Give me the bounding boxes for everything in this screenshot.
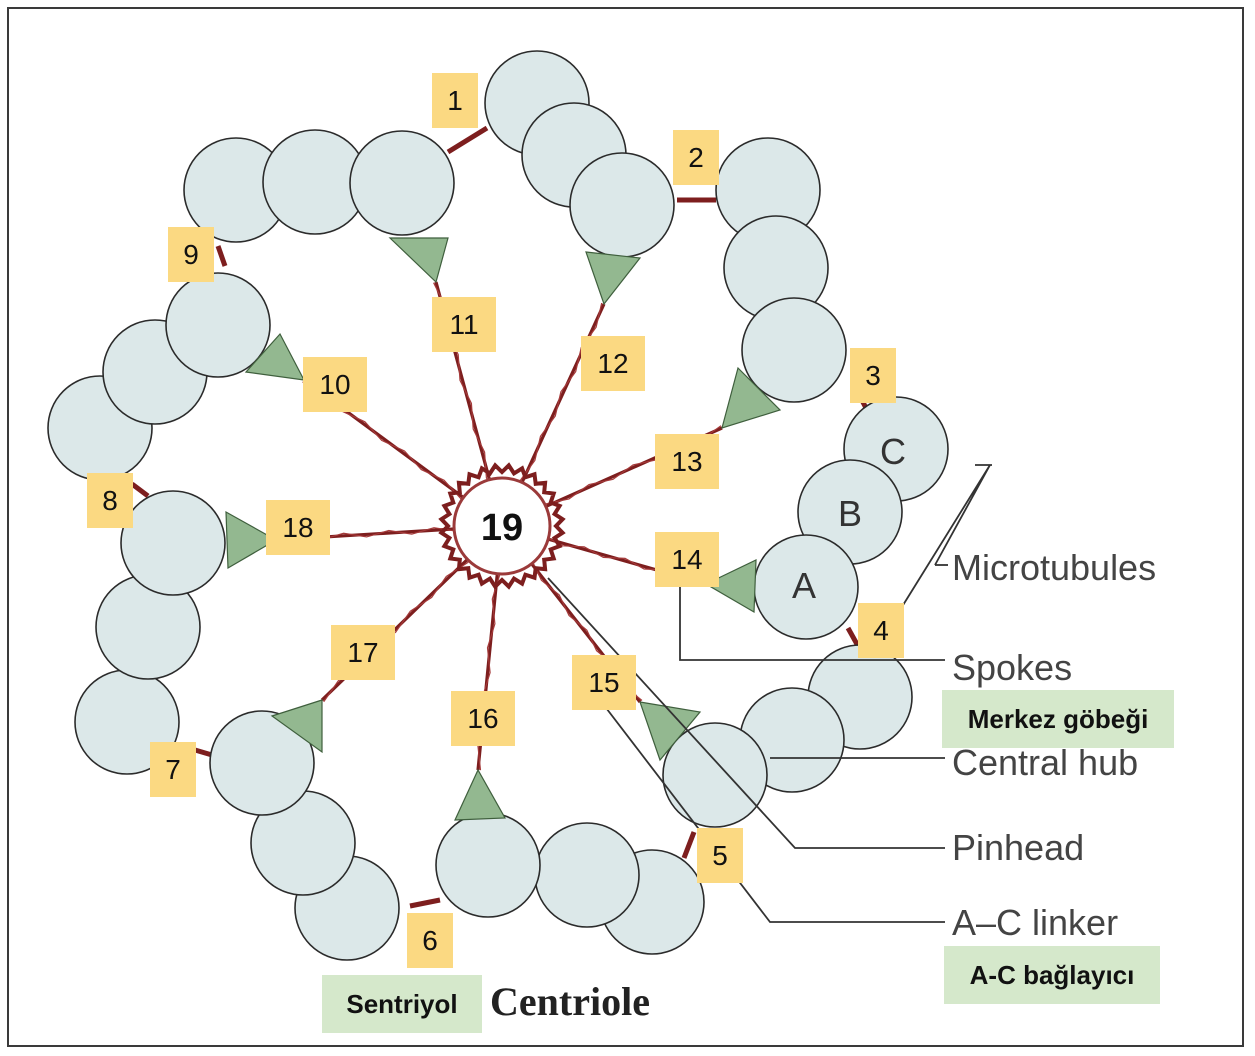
number-marker-1: 1: [432, 73, 478, 128]
number-marker-17: 17: [331, 625, 395, 680]
pinhead-2: [586, 252, 640, 304]
microtubule-5-a: [436, 813, 540, 917]
tubule-letter-c: C: [880, 431, 906, 472]
number-marker-6: 6: [407, 913, 453, 968]
label-spokes: Spokes: [952, 647, 1072, 688]
hub-number: 19: [466, 498, 538, 558]
number-marker-3: 3: [850, 348, 896, 403]
number-marker-2: 2: [673, 130, 719, 185]
label-microtubules: Microtubules: [952, 547, 1156, 588]
number-marker-16: 16: [451, 691, 515, 746]
translation-ac-linker: A-C bağlayıcı: [944, 946, 1160, 1004]
number-marker-12: 12: [581, 336, 645, 391]
number-marker-18: 18: [266, 500, 330, 555]
number-marker-11: 11: [432, 297, 496, 352]
microtubule-7-a: [121, 491, 225, 595]
number-marker-8: 8: [87, 473, 133, 528]
number-marker-13: 13: [655, 434, 719, 489]
ac-linker-8: [132, 484, 148, 496]
number-marker-10: 10: [303, 357, 367, 412]
number-marker-5: 5: [697, 828, 743, 883]
tubule-letter-a: A: [792, 565, 816, 606]
label-pinhead: Pinhead: [952, 827, 1084, 868]
ac-linker-5: [684, 832, 694, 858]
ac-linker-1: [448, 128, 487, 152]
microtubule-5-b: [535, 823, 639, 927]
number-marker-9: 9: [168, 227, 214, 282]
pinhead-6: [455, 770, 505, 820]
ac-linker-4: [848, 628, 858, 646]
tubule-letter-b: B: [838, 493, 862, 534]
ac-linker-9: [218, 246, 225, 266]
microtubule-1-a: [570, 153, 674, 257]
diagram-title: Centriole: [490, 979, 650, 1024]
number-marker-15: 15: [572, 655, 636, 710]
microtubule-9-a: [350, 131, 454, 235]
label-central-hub: Central hub: [952, 742, 1138, 783]
pinhead-1: [390, 238, 448, 282]
number-marker-7: 7: [150, 742, 196, 797]
microtubule-8-a: [166, 273, 270, 377]
number-marker-14: 14: [655, 532, 719, 587]
number-marker-4: 4: [858, 603, 904, 658]
microtubule-2-a: [742, 298, 846, 402]
translation-central-hub: Merkez göbeği: [942, 690, 1174, 748]
translation-title: Sentriyol: [322, 975, 482, 1033]
label-ac-linker: A–C linker: [952, 902, 1118, 943]
ac-linker-6: [410, 900, 440, 906]
